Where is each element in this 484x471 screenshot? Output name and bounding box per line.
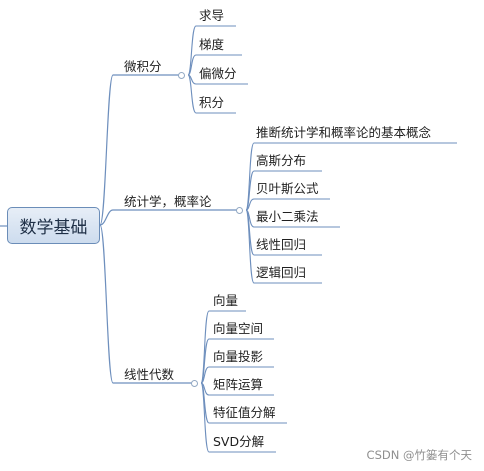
leaf-derivative[interactable]: 求导 xyxy=(199,8,225,23)
root-node[interactable]: 数学基础 xyxy=(7,207,100,244)
edge-root-calculus xyxy=(99,74,183,226)
leaf-gaussian-distribution[interactable]: 高斯分布 xyxy=(256,153,307,168)
leaf-integral[interactable]: 积分 xyxy=(199,95,225,110)
leaf-bayes-formula[interactable]: 贝叶斯公式 xyxy=(256,181,319,196)
calculus-leaf-edges xyxy=(187,25,248,114)
leaf-least-squares[interactable]: 最小二乘法 xyxy=(256,209,319,224)
leaf-logistic-regression[interactable]: 逻辑回归 xyxy=(256,265,307,280)
leaf-vector-projection[interactable]: 向量投影 xyxy=(213,349,264,364)
leaf-eigen-decomposition[interactable]: 特征值分解 xyxy=(213,405,276,420)
collapse-toggle-linear-algebra-icon[interactable] xyxy=(191,380,198,387)
collapse-toggle-statistics-icon[interactable] xyxy=(236,207,243,214)
leaf-svd[interactable]: SVD分解 xyxy=(213,434,265,449)
leaf-matrix-operations[interactable]: 矩阵运算 xyxy=(213,377,264,392)
leaf-inferential-statistics[interactable]: 推断统计学和概率论的基本概念 xyxy=(256,125,432,140)
linear-algebra-leaf-edges xyxy=(200,310,287,453)
leaf-linear-regression[interactable]: 线性回归 xyxy=(256,237,307,252)
leaf-vector-space[interactable]: 向量空间 xyxy=(213,321,264,336)
edge-root-statistics xyxy=(99,209,241,226)
leaf-partial-derivative[interactable]: 偏微分 xyxy=(199,66,237,81)
statistics-leaf-edges xyxy=(245,142,457,284)
branch-statistics[interactable]: 统计学，概率论 xyxy=(124,194,212,209)
branch-calculus[interactable]: 微积分 xyxy=(124,59,162,74)
collapse-toggle-calculus-icon[interactable] xyxy=(178,72,185,79)
branch-linear-algebra[interactable]: 线性代数 xyxy=(124,367,175,382)
leaf-gradient[interactable]: 梯度 xyxy=(199,37,225,52)
leaf-vector[interactable]: 向量 xyxy=(213,293,239,308)
watermark: CSDN @竹篓有个天 xyxy=(366,448,472,462)
edge-root-linear-algebra xyxy=(99,224,196,384)
